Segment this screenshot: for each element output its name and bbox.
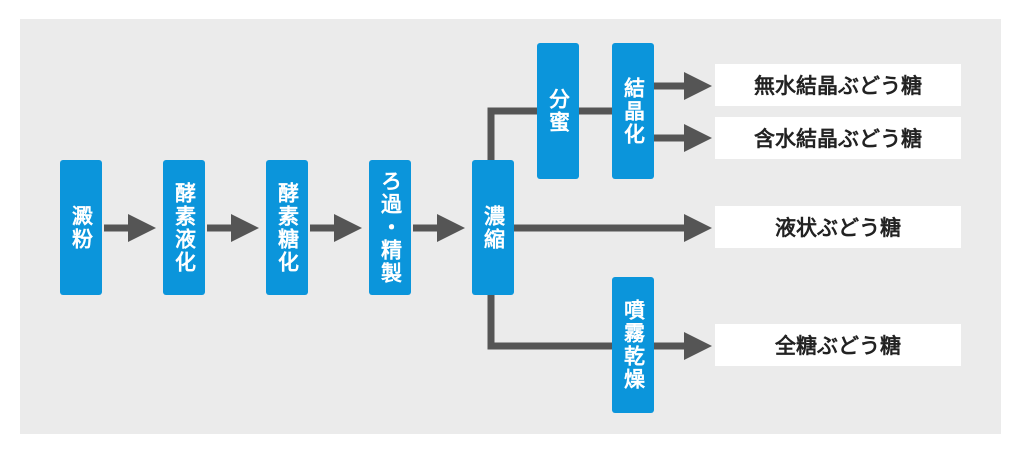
step-crystallization: 結晶化 bbox=[612, 43, 654, 179]
step-crystallization-label: 結晶化 bbox=[621, 76, 646, 146]
step-spray-drying: 噴霧乾燥 bbox=[612, 277, 654, 413]
step-filtration-refining-label: ろ過・精製 bbox=[378, 170, 403, 285]
product-whole-glucose: 全糖ぶどう糖 bbox=[715, 324, 961, 366]
step-enzyme-saccharification-label: 酵素糖化 bbox=[275, 181, 300, 274]
step-spray-drying-label: 噴霧乾燥 bbox=[621, 299, 646, 391]
step-enzyme-liquefaction-label: 酵素液化 bbox=[172, 181, 197, 274]
step-molasses-separation-label: 分蜜 bbox=[546, 88, 571, 134]
step-enzyme-saccharification: 酵素糖化 bbox=[266, 160, 308, 295]
connector-concentration-to-spray bbox=[487, 295, 612, 350]
step-enzyme-liquefaction: 酵素液化 bbox=[163, 160, 205, 295]
product-hydrous-crystalline-glucose: 含水結晶ぶどう糖 bbox=[715, 117, 961, 159]
step-starch-label: 澱粉 bbox=[69, 204, 94, 251]
connector-concentration-to-separation bbox=[487, 107, 537, 160]
product-anhydrous-crystalline-glucose: 無水結晶ぶどう糖 bbox=[715, 64, 961, 106]
step-molasses-separation: 分蜜 bbox=[537, 43, 579, 179]
step-filtration-refining: ろ過・精製 bbox=[369, 160, 411, 295]
step-concentration: 濃縮 bbox=[472, 160, 514, 295]
product-liquid-glucose: 液状ぶどう糖 bbox=[715, 206, 961, 248]
step-starch: 澱粉 bbox=[60, 160, 102, 295]
step-concentration-label: 濃縮 bbox=[481, 204, 506, 251]
